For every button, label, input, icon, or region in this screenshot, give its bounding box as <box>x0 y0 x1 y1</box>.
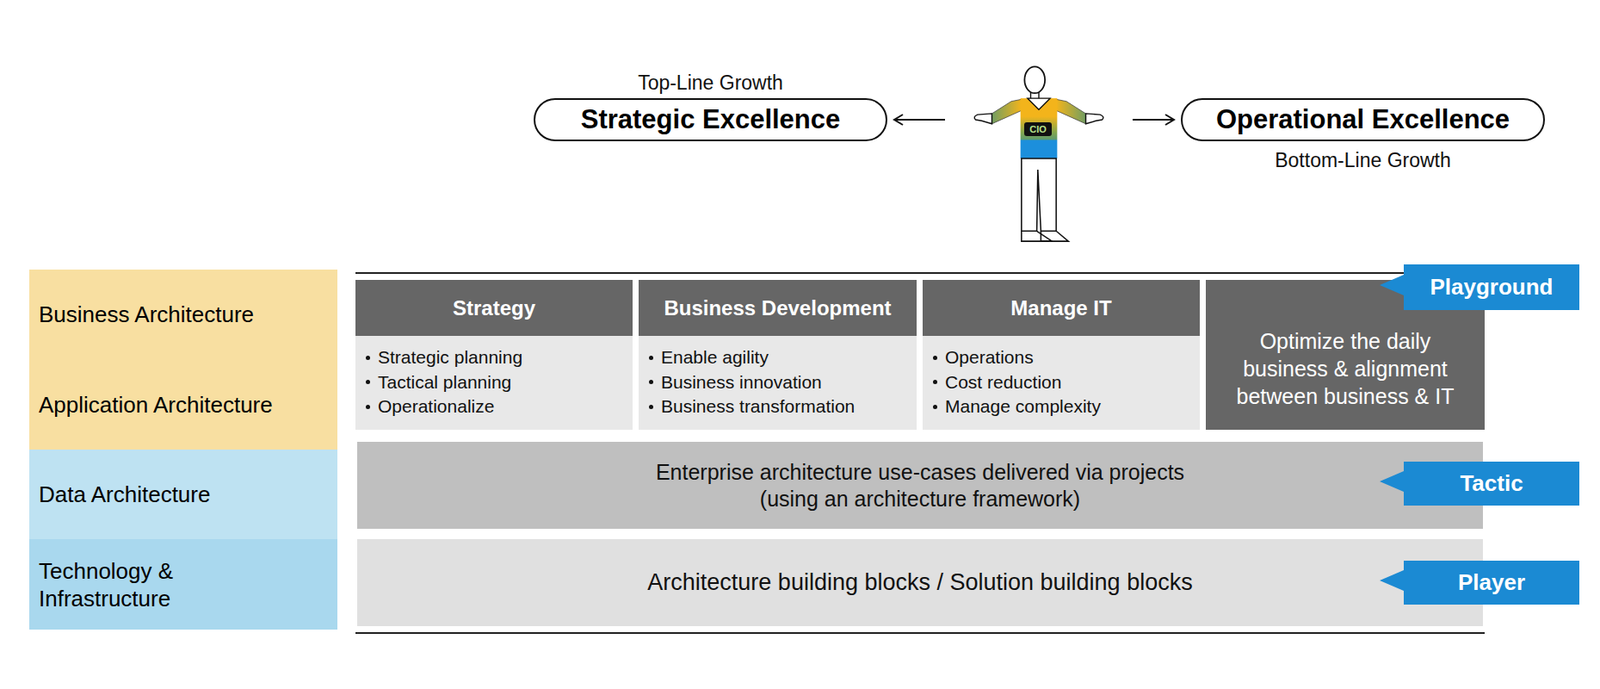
bullet-dot <box>648 379 654 384</box>
bullet-row: Enable agility <box>648 345 910 371</box>
callout-text: Tactic <box>1459 469 1523 497</box>
torso <box>1020 98 1058 159</box>
connector-arrow <box>894 118 946 121</box>
bullet-dot <box>648 404 654 409</box>
layer-name: Data Architecture <box>38 480 328 508</box>
right-foot <box>1040 230 1069 241</box>
callout-fill <box>1379 461 1580 506</box>
callout-label-box: Playground <box>1403 264 1580 310</box>
pill-outline: Strategic Excellence <box>533 98 888 142</box>
pill-outline: Operational Excellence <box>1180 98 1545 142</box>
bullet-text: Operations <box>945 346 1034 368</box>
bullet-row: Cost reduction <box>932 370 1193 396</box>
layer-band: Data Architecture <box>29 449 338 539</box>
bullet-dot <box>932 404 938 409</box>
left-arm <box>988 98 1022 124</box>
bullet-text: Cost reduction <box>945 371 1062 393</box>
callout-label-box: Tactic <box>1403 461 1580 506</box>
left-foot <box>1021 230 1053 241</box>
head <box>1024 66 1045 93</box>
bullet-row: Manage complexity <box>932 394 1193 420</box>
bullet-row: Operationalize <box>365 394 626 420</box>
column-header: Manage IT <box>922 279 1200 336</box>
bullet-text: Business transformation <box>661 395 855 417</box>
band-text: Enterprise architecture use-cases delive… <box>655 458 1185 486</box>
bullet-dot <box>365 404 371 409</box>
callout-text: Player <box>1457 568 1526 596</box>
bullet-text: Operationalize <box>377 395 495 417</box>
column-body: OperationsCost reductionManage complexit… <box>922 335 1200 430</box>
pill-caption: Top-Line Growth <box>533 70 888 95</box>
level-band: Enterprise architecture use-cases delive… <box>357 441 1483 529</box>
capability-column: StrategyStrategic planningTactical plann… <box>355 279 633 430</box>
goal-pill: Top-Line GrowthStrategic Excellence <box>533 70 888 142</box>
column-header: Strategy <box>355 279 633 336</box>
column-header: Business Development <box>638 279 917 336</box>
capability-column: Manage IT OperationsCost reductionManage … <box>922 279 1200 430</box>
column-title: Business Development <box>663 296 891 321</box>
bullet-text: Manage complexity <box>945 395 1101 417</box>
level-band: Architecture building blocks / Solution … <box>357 538 1483 626</box>
callout-label-box: Player <box>1403 560 1580 605</box>
bullet-dot <box>648 355 654 360</box>
callout-fill <box>1379 560 1580 605</box>
band-text: (using an architecture framework) <box>759 485 1081 513</box>
bullet-row: Business transformation <box>648 394 910 420</box>
goal-pill: Operational ExcellenceBottom-Line Growth <box>1180 98 1545 173</box>
bullet-row: Business innovation <box>648 370 910 396</box>
layer-band: Technology & Infrastructure <box>29 538 338 630</box>
callout-text: Playground <box>1429 273 1553 301</box>
level-callout: Player <box>1379 560 1580 605</box>
cio-badge: CIO <box>1024 122 1052 136</box>
column-body: Strategic planningTactical planningOpera… <box>355 335 633 430</box>
column-title: Strategy <box>452 296 536 321</box>
collar <box>1027 98 1051 110</box>
column-title: Manage IT <box>1010 296 1112 321</box>
pill-title: Operational Excellence <box>1216 104 1510 136</box>
bottom-rule <box>355 631 1485 634</box>
level-callout: Tactic <box>1379 461 1580 506</box>
bullet-row: Operations <box>932 345 1193 371</box>
bullet-text: Strategic planning <box>377 346 523 368</box>
bullet-row: Strategic planning <box>365 345 626 371</box>
bullet-dot <box>932 355 938 360</box>
bullet-text: Tactical planning <box>377 371 512 393</box>
right-hand <box>1086 113 1104 124</box>
left-hand <box>974 113 992 124</box>
bullet-dot <box>365 379 371 384</box>
bullet-dot <box>365 355 371 360</box>
trousers <box>1021 158 1057 231</box>
top-rule <box>355 271 1485 274</box>
bullet-text: Business innovation <box>661 371 822 393</box>
level-callout: Playground <box>1379 264 1580 310</box>
layer-name: Business Architecture <box>38 300 328 328</box>
layer-band: Business ArchitectureApplication Archite… <box>29 269 338 450</box>
pill-caption: Bottom-Line Growth <box>1180 148 1545 173</box>
layer-name: Technology & Infrastructure <box>38 556 263 612</box>
callout-fill <box>1379 264 1580 310</box>
cio-illustration <box>974 66 1104 241</box>
band-text: Architecture building blocks / Solution … <box>647 568 1193 596</box>
capability-column: Business DevelopmentEnable agilityBusine… <box>638 279 917 430</box>
connector-arrow <box>1132 118 1174 121</box>
layer-name: Application Architecture <box>38 390 328 419</box>
bullet-dot <box>932 379 938 384</box>
bullet-text: Enable agility <box>661 346 769 368</box>
column-body: Enable agilityBusiness innovationBusines… <box>638 335 917 430</box>
right-arm <box>1056 98 1090 124</box>
cio-figure: CIO <box>967 64 1111 245</box>
bullet-row: Tactical planning <box>365 370 626 396</box>
pill-title: Strategic Excellence <box>580 104 841 136</box>
summary-text: Optimize the daily business & alignment … <box>1219 327 1471 410</box>
